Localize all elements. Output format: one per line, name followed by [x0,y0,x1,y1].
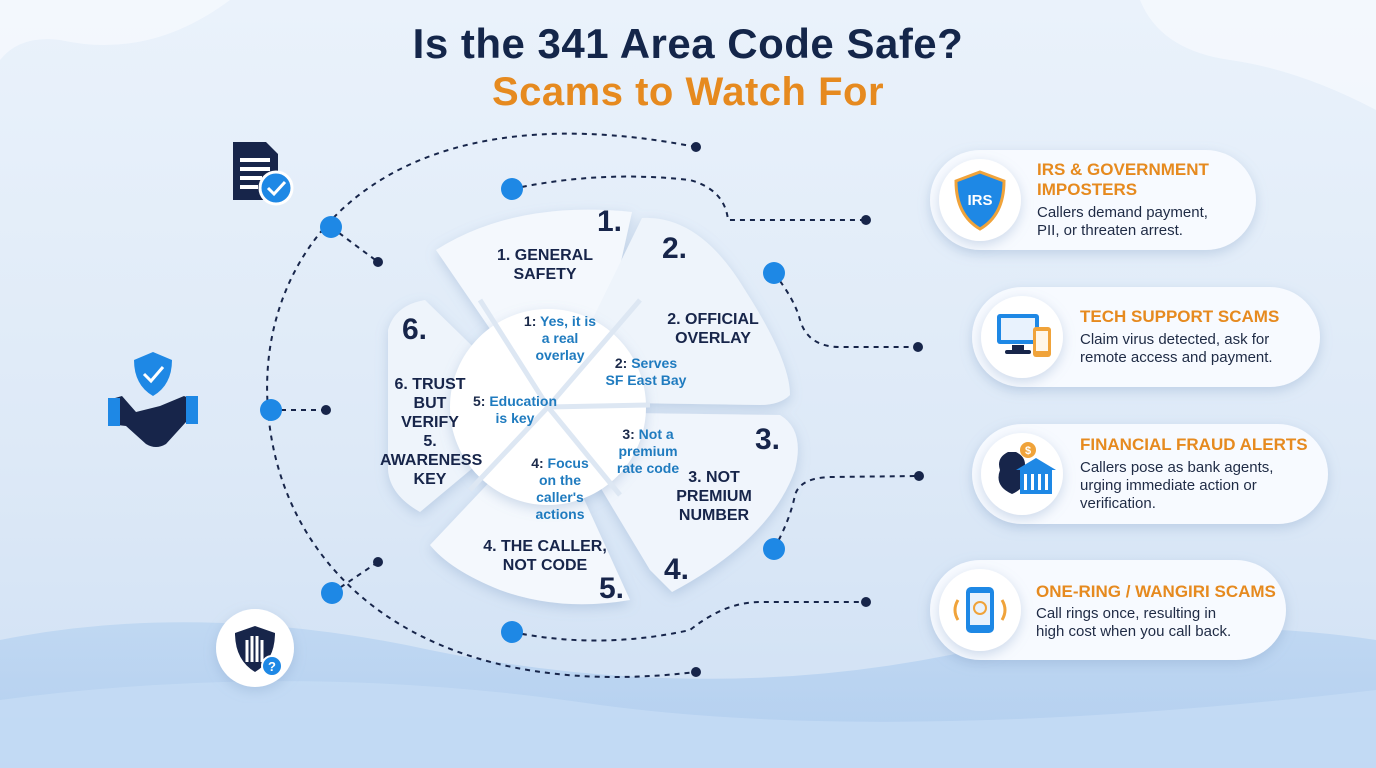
card-3-title: FINANCIAL FRAUD ALERTS [1080,435,1308,454]
small-dot-left-3 [373,557,383,567]
blue-dot-card-4 [501,621,523,643]
card-2-bg [972,287,1320,387]
document-check-icon [233,142,294,206]
segment-1-number: 1. [597,205,623,238]
svg-text:$: $ [1025,445,1031,457]
connector-card-1 [511,175,866,221]
svg-text:?: ? [268,659,276,674]
card-4-bg [930,560,1286,660]
computer-phone-icon [997,314,1051,357]
ringing-phone-icon [953,587,1007,633]
segment-3-number: 3. [755,423,781,456]
center-dividers [468,298,651,497]
segment-5-number: 5. [599,572,625,605]
blue-dot-left-1 [320,216,342,238]
segment-5-label: 4. THE CALLER,NOT CODE [483,538,607,574]
blue-dot-left-2 [260,399,282,421]
card-1-text: Callers demand payment,PII, or threaten … [1037,204,1208,239]
segment-4-number: 4. [664,553,690,586]
blue-dot-card-2 [763,262,785,284]
small-dot-card-2 [913,342,923,352]
connector-card-2 [773,272,918,348]
small-dot-card-3 [914,471,924,481]
segment-6-number: 6. [402,313,428,346]
card-2-title: TECH SUPPORT SCAMS [1080,307,1280,326]
inner-note-5: 5: Education is key [472,393,557,426]
arc-end-dot-bottom [691,667,701,677]
stop-hand-question-icon: ? [216,609,294,687]
decor-blob-top-left [0,0,230,60]
small-dot-card-4 [861,597,871,607]
irs-shield-icon: IRS [954,170,1006,231]
connector-card-4 [511,601,866,642]
card-3-bg [972,424,1328,524]
handshake-shield-icon [108,352,198,447]
decor-wave-bottom-light [0,681,1376,768]
blue-dot-card-1 [501,178,523,200]
segment-4-shape [430,420,630,605]
bank-money-icon: $ [998,442,1056,494]
segment-1-shape [436,209,632,402]
small-dot-left-2 [321,405,331,415]
segment-2-number: 2. [662,232,688,265]
inner-note-2: 2: Serves SF East Bay [605,355,687,388]
page-subtitle: Scams to Watch For [491,70,885,114]
connector-card-3 [773,475,920,550]
small-dot-left-1 [373,257,383,267]
svg-text:IRS: IRS [967,192,992,209]
blue-dot-left-3 [321,582,343,604]
small-dot-card-1 [861,215,871,225]
decor-blob-top-right [1140,0,1376,110]
page-title: Is the 341 Area Code Safe? [412,20,964,67]
card-3-text: Callers pose as bank agents,urging immed… [1080,459,1274,512]
card-4-title: ONE-RING / WANGIRI SCAMS [1036,582,1276,601]
blue-dot-card-3 [763,538,785,560]
arc-end-dot-top [691,142,701,152]
